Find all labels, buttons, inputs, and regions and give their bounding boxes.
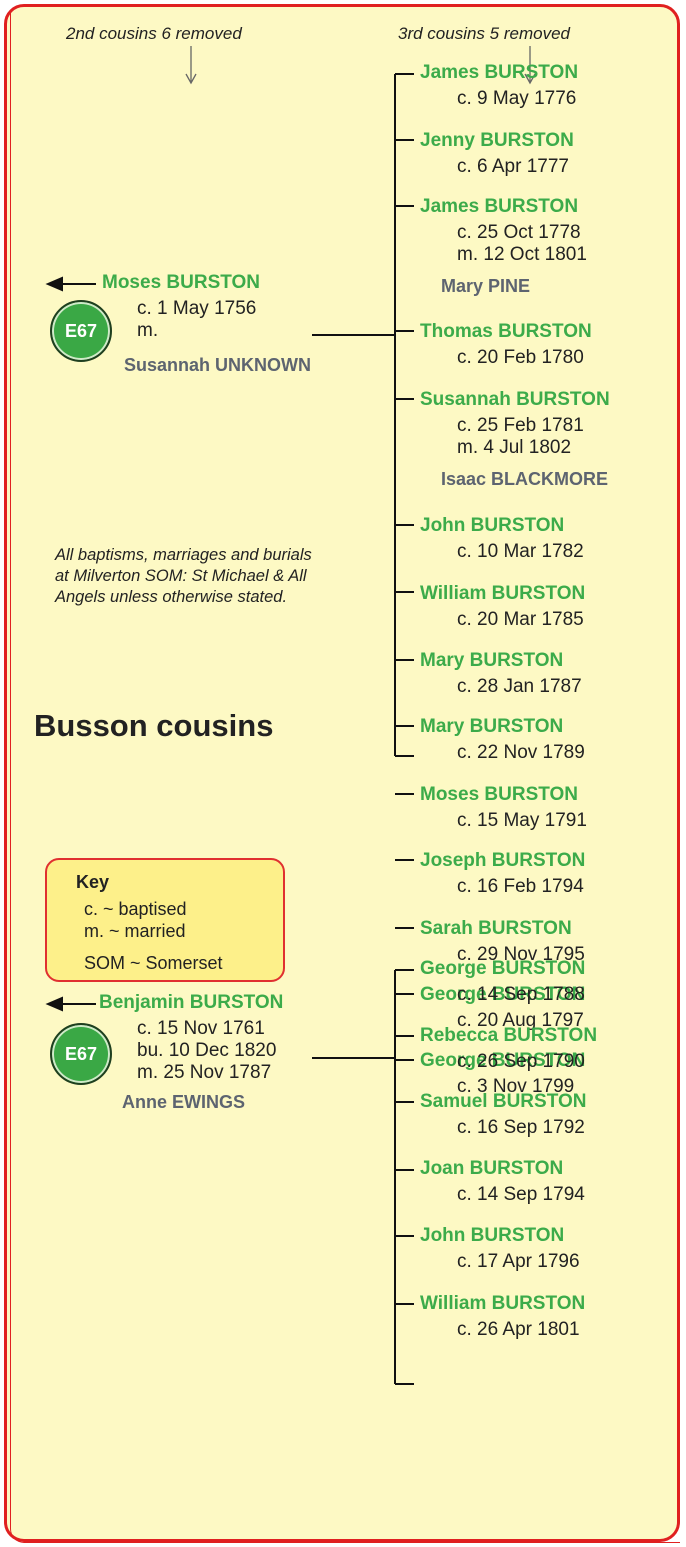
child-detail: c. 22 Nov 1789 <box>457 742 585 763</box>
child-name: Joseph BURSTON <box>420 850 586 871</box>
generation-label-right: 3rd cousins 5 removed <box>398 24 570 43</box>
child-spouse: Mary PINE <box>441 276 531 296</box>
child-detail: c. 20 Feb 1780 <box>457 347 584 368</box>
child-detail: c. 15 May 1791 <box>457 810 587 831</box>
page-title: Busson cousins <box>34 708 274 743</box>
child-name: James BURSTON <box>420 62 579 83</box>
parent-spouse: Susannah UNKNOWN <box>124 355 312 375</box>
child-name: John BURSTON <box>420 1225 565 1246</box>
child-detail: c. 26 Sep 1790 <box>457 1051 585 1072</box>
child-name: George BURSTON <box>420 958 586 979</box>
parent-detail: bu. 10 Dec 1820 <box>137 1040 277 1061</box>
child-name: Susannah BURSTON <box>420 389 610 410</box>
child-detail: c. 26 Apr 1801 <box>457 1319 580 1340</box>
child-detail: c. 20 Mar 1785 <box>457 609 584 630</box>
child-detail: c. 16 Sep 1792 <box>457 1117 585 1138</box>
child-detail: c. 9 May 1776 <box>457 88 577 109</box>
parent-name: Benjamin BURSTON <box>99 992 284 1013</box>
parent-detail: c. 1 May 1756 <box>137 298 257 319</box>
key-heading: Key <box>76 872 110 892</box>
child-name: John BURSTON <box>420 515 565 536</box>
child-name: Samuel BURSTON <box>420 1091 587 1112</box>
child-detail: c. 25 Oct 1778 <box>457 222 581 243</box>
child-detail: c. 10 Mar 1782 <box>457 541 584 562</box>
chart-frame <box>4 4 680 1542</box>
key-line: SOM ~ Somerset <box>84 953 223 973</box>
location-note: All baptisms, marriages and burials at M… <box>55 546 312 606</box>
child-detail: c. 3 Nov 1799 <box>457 1076 575 1097</box>
parent-spouse: Anne EWINGS <box>122 1092 246 1112</box>
child-detail: c. 20 Aug 1797 <box>457 1010 584 1031</box>
e67-badge[interactable]: E67 <box>50 300 112 362</box>
child-detail: c. 14 Sep 1794 <box>457 1184 585 1205</box>
child-detail: m. 12 Oct 1801 <box>457 244 587 265</box>
child-name: George BURSTON <box>420 1050 586 1071</box>
e67-badge[interactable]: E67 <box>50 1023 112 1085</box>
child-name: Sarah BURSTON <box>420 918 572 939</box>
child-detail: m. 4 Jul 1802 <box>457 437 572 458</box>
child-name: James BURSTON <box>420 196 579 217</box>
child-name: Mary BURSTON <box>420 650 564 671</box>
child-detail: c. 14 Sep 1788 <box>457 984 585 1005</box>
child-name: Jenny BURSTON <box>420 130 574 151</box>
child-name: George BURSTON <box>420 984 586 1005</box>
child-spouse: Isaac BLACKMORE <box>441 469 609 489</box>
child-name: William BURSTON <box>420 1293 586 1314</box>
parent-name: Moses BURSTON <box>102 272 261 293</box>
key-line: m. ~ married <box>84 921 186 941</box>
parent-detail: c. 15 Nov 1761 <box>137 1018 265 1039</box>
key-line: c. ~ baptised <box>84 899 187 919</box>
child-detail: c. 29 Nov 1795 <box>457 944 585 965</box>
child-detail: c. 16 Feb 1794 <box>457 876 584 897</box>
child-name: William BURSTON <box>420 583 586 604</box>
child-detail: c. 28 Jan 1787 <box>457 676 582 697</box>
chart-frame-inner-border <box>10 10 680 1543</box>
child-detail: c. 6 Apr 1777 <box>457 156 569 177</box>
parent-detail: m. <box>137 320 159 341</box>
child-name: Thomas BURSTON <box>420 321 592 342</box>
key-box: Key c. ~ baptised m. ~ married SOM ~ Som… <box>45 858 285 982</box>
child-name: Mary BURSTON <box>420 716 564 737</box>
child-detail: c. 25 Feb 1781 <box>457 415 584 436</box>
parent-detail: m. 25 Nov 1787 <box>137 1062 272 1083</box>
child-detail: c. 17 Apr 1796 <box>457 1251 580 1272</box>
child-name: Moses BURSTON <box>420 784 579 805</box>
child-name: Joan BURSTON <box>420 1158 564 1179</box>
generation-label-left: 2nd cousins 6 removed <box>66 24 242 43</box>
child-name: Rebecca BURSTON <box>420 1025 598 1046</box>
